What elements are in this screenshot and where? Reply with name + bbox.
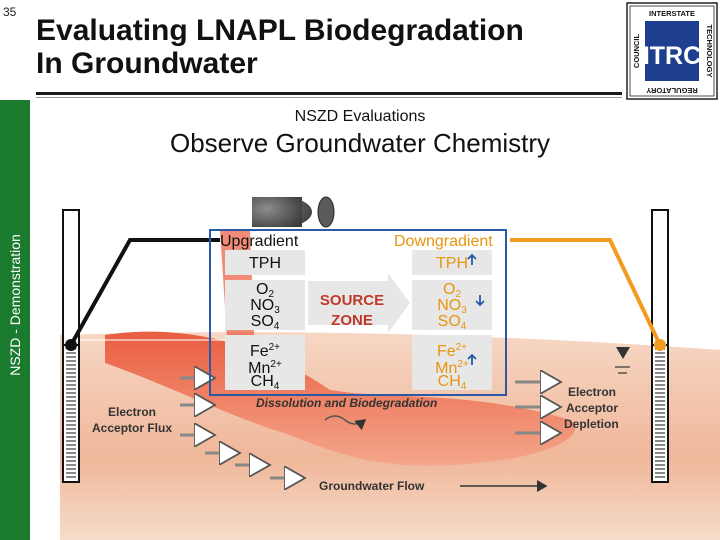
dissolution-arrow: [324, 415, 367, 431]
diagram-graphic: Dissolution and Biodegradation Electron …: [60, 196, 720, 540]
dissolution-label: Dissolution and Biodegradation: [256, 396, 437, 410]
logo-ring-left: COUNCIL: [632, 34, 641, 69]
downgradient-sample-point: [654, 339, 666, 351]
downgradient-well-screen: [651, 344, 669, 483]
downgradient-so4: SO4: [437, 313, 467, 332]
downgradient-tph-box: [412, 250, 492, 275]
mn-up-arrow: [467, 353, 477, 365]
upgradient-label: Upgradient: [220, 233, 299, 250]
depletion-label-line-3: Depletion: [564, 417, 619, 431]
downgradient-sample-line: [510, 238, 662, 346]
slide-number: 35: [3, 5, 17, 19]
downgradient-o2: O2: [442, 281, 461, 300]
downgradient-label: Downgradient: [394, 233, 493, 250]
upgradient-mn: Mn2+: [248, 359, 282, 377]
upgradient-byproduct-box: [225, 335, 305, 390]
downgradient-acceptor-box: [412, 280, 492, 330]
upgradient-sample-line: [69, 238, 220, 346]
slide-title: Evaluating LNAPL Biodegradation In Groun…: [36, 14, 524, 80]
downgradient-ch4: CH4: [437, 373, 467, 392]
source-zone-line-2: ZONE: [331, 312, 373, 329]
side-label: NSZD - Demonstration: [7, 234, 23, 376]
downgradient-byproduct-box: [412, 335, 492, 390]
upgradient-acceptor-box: [225, 280, 305, 330]
logo-text: ITRC: [643, 42, 701, 70]
tph-up-arrow: [467, 253, 477, 265]
itrc-logo: INTERSTATE REGULATORY COUNCIL TECHNOLOGY…: [626, 2, 718, 100]
source-zone-line-1: SOURCE: [320, 292, 384, 309]
upgradient-tph: TPH: [249, 255, 281, 272]
title-line-1: Evaluating LNAPL Biodegradation: [36, 14, 524, 47]
chemistry-box-outline: [209, 229, 507, 396]
title-line-2: In Groundwater: [36, 47, 258, 80]
no3-down-arrow: [475, 295, 485, 307]
groundwater-flow-label: Groundwater Flow: [319, 479, 425, 493]
source-zone-arrow: [308, 273, 410, 333]
downgradient-fe: Fe2+: [436, 342, 468, 360]
upgradient-tph-box: [225, 250, 305, 275]
drum-lid: [317, 196, 335, 228]
depletion-label-line-1: Electron: [568, 385, 616, 399]
flux-label-line-1: Electron: [108, 405, 156, 419]
downgradient-mn: Mn2+: [435, 359, 469, 377]
upgradient-fe: Fe2+: [249, 342, 281, 360]
header-rule-thin: [36, 97, 622, 98]
flux-label-line-2: Acceptor Flux: [92, 421, 172, 435]
header-rule: [36, 92, 622, 95]
depletion-label-line-2: Acceptor: [566, 401, 618, 415]
logo-ring-top: INTERSTATE: [649, 9, 695, 18]
upgradient-ch4: CH4: [250, 373, 280, 392]
downgradient-no3: NO3: [437, 297, 467, 316]
upgradient-o2: O2: [255, 281, 274, 300]
drum-icon: [252, 197, 302, 227]
upgradient-well-screen: [62, 344, 80, 483]
groundwater-diagram: Dissolution and Biodegradation Electron …: [30, 185, 720, 540]
logo-ring-right: TECHNOLOGY: [705, 25, 714, 78]
water-table-marker: [616, 347, 630, 359]
logo-core: [645, 21, 699, 81]
logo-ring-bottom: REGULATORY: [646, 86, 698, 95]
upgradient-sample-point: [65, 339, 77, 351]
slide-heading: Observe Groundwater Chemistry: [169, 128, 551, 158]
lnapl-plume: [105, 331, 575, 466]
downgradient-tph: TPH: [436, 255, 468, 272]
subtitle: NSZD Evaluations: [294, 108, 426, 125]
upgradient-no3: NO3: [250, 297, 280, 316]
upgradient-so4: SO4: [250, 313, 280, 332]
left-sidebar-bar: [0, 100, 30, 540]
